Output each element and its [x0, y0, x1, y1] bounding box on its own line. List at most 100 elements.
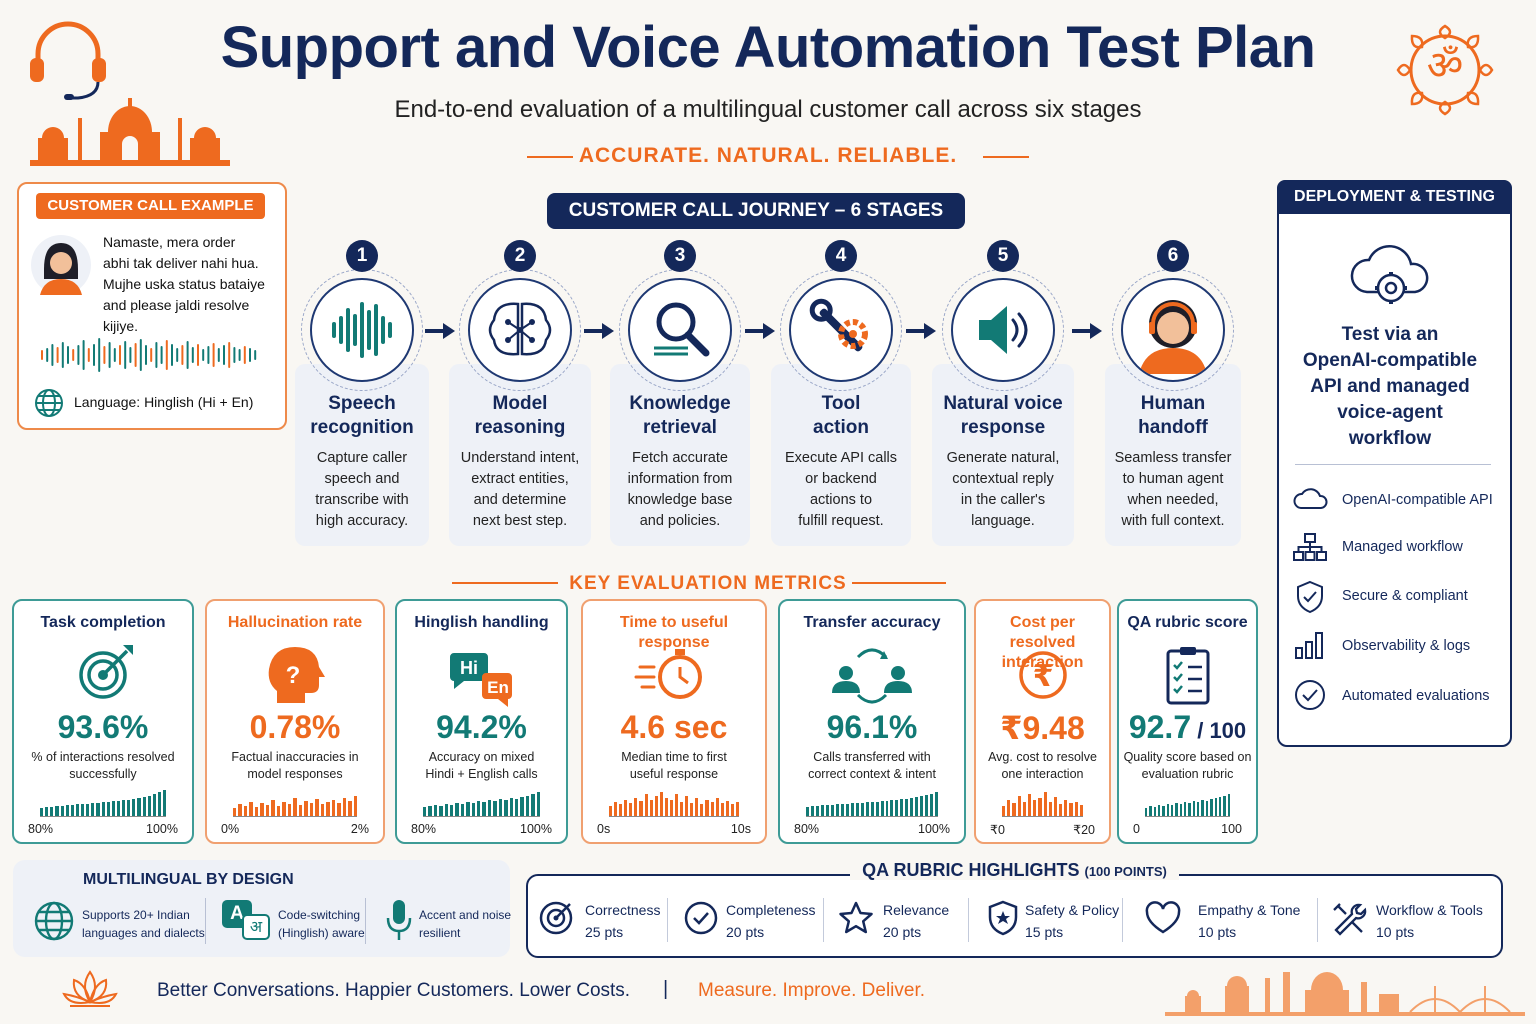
metric-card: Task completion 93.6% % of interactions …: [12, 599, 194, 844]
spark-bar: [664, 798, 668, 816]
metric-axis-max: 100%: [146, 822, 178, 836]
metric-value: 93.6%: [57, 709, 149, 745]
spark-bar: [132, 799, 136, 816]
metric-axis-min: 80%: [411, 822, 437, 836]
spark-bar: [1201, 800, 1204, 816]
spark-bar: [1218, 797, 1222, 816]
spark-bar: [820, 805, 824, 816]
spark-bar: [75, 804, 79, 816]
spark-bar: [1012, 803, 1016, 816]
spark-bar: [865, 802, 869, 816]
customer-avatar-icon: [31, 235, 91, 295]
journey-badge: CUSTOMER CALL JOURNEY – 6 STAGES: [547, 193, 965, 229]
spark-bar: [147, 796, 151, 816]
metric-axis-min: ₹0: [990, 823, 1005, 837]
spark-bar: [825, 805, 829, 816]
spark-bar: [905, 799, 909, 816]
spark-bar: [287, 804, 292, 816]
spark-bar: [840, 804, 844, 816]
metric-sparkline: [423, 791, 540, 817]
spark-bar: [525, 796, 530, 816]
page-subtitle: End-to-end evaluation of a multilingual …: [394, 96, 1142, 123]
deployment-item-evaluations: Automated evaluations: [1342, 688, 1490, 704]
metric-value: 96.1%: [826, 709, 918, 745]
footer-slogan: Better Conversations. Happier Customers.…: [157, 980, 631, 1001]
spark-bar: [835, 804, 839, 816]
spark-bar: [1166, 804, 1170, 816]
spark-bar: [1064, 800, 1068, 816]
rubric-item-name: Correctness: [585, 902, 661, 918]
rubric-item-name: Completeness: [726, 902, 816, 918]
customer-call-badge: CUSTOMER CALL EXAMPLE: [36, 193, 265, 219]
spark-bar: [509, 798, 513, 816]
spark-bar: [514, 799, 519, 816]
spark-bar: [710, 802, 714, 816]
spark-bar: [477, 801, 481, 816]
rubric-divider: [1317, 898, 1318, 942]
spark-bar: [1184, 802, 1187, 816]
rubric-item-points: 10 pts: [1198, 924, 1237, 940]
spark-bar: [152, 794, 156, 816]
spark-bar: [101, 802, 105, 816]
multilingual-item-codeswitch: Code-switching(Hinglish) aware: [278, 908, 365, 940]
spark-bar: [137, 798, 141, 816]
rubric-item-name: Empathy & Tone: [1198, 902, 1301, 918]
spark-bar: [309, 803, 314, 816]
spark-bar: [1158, 805, 1161, 816]
spark-bar: [122, 800, 126, 816]
stage-number: 3: [664, 240, 696, 272]
spark-bar: [536, 792, 540, 816]
spark-bar: [649, 800, 653, 816]
spark-bar: [1038, 798, 1042, 816]
bar-chart-icon: [1295, 632, 1323, 659]
metrics-rule-left: [452, 582, 558, 584]
spark-bar: [855, 803, 859, 816]
spark-bar: [45, 807, 49, 816]
spark-bar: [348, 801, 352, 816]
spark-bar: [885, 801, 889, 816]
rupee-coin-icon: ₹: [1018, 651, 1067, 699]
metric-title: QA rubric score: [1127, 614, 1248, 631]
metric-value: 92.7 / 100: [1128, 709, 1247, 745]
metric-card: Hallucination rate 0.78% Factual inaccur…: [205, 599, 385, 844]
lotus-icon: [62, 970, 118, 1007]
spark-bar: [685, 796, 689, 816]
metric-axis-min: 0s: [597, 822, 611, 836]
metric-axis-max: ₹20: [1073, 823, 1095, 837]
metric-sparkline: [1002, 791, 1083, 817]
svg-text:Hi: Hi: [460, 658, 478, 678]
rubric-item-points: 15 pts: [1025, 924, 1064, 940]
metric-axis-max: 100%: [520, 822, 552, 836]
metric-axis-min: 0%: [221, 822, 240, 836]
brain-icon: [488, 302, 552, 356]
svg-text:₹: ₹: [1032, 659, 1053, 694]
spark-bar: [720, 803, 724, 816]
spark-bar: [163, 790, 167, 816]
spark-bar: [265, 805, 270, 816]
spark-bar: [1074, 802, 1078, 816]
spark-bar: [116, 801, 120, 816]
multilingual-divider: [205, 898, 206, 944]
spark-bar: [695, 798, 699, 816]
spark-bar: [1079, 805, 1083, 816]
multilingual-heading: MULTILINGUAL BY DESIGN: [83, 871, 294, 888]
metric-title: Hallucination rate: [227, 614, 363, 631]
metric-card: Transfer accuracy 96.1% Calls transferre…: [778, 599, 966, 844]
spark-bar: [106, 802, 110, 816]
metrics-rule-right: [852, 582, 946, 584]
spark-bar: [1205, 801, 1209, 816]
star-icon: [839, 901, 873, 934]
magnifier-icon: [654, 302, 710, 357]
spark-bar: [1153, 807, 1157, 816]
